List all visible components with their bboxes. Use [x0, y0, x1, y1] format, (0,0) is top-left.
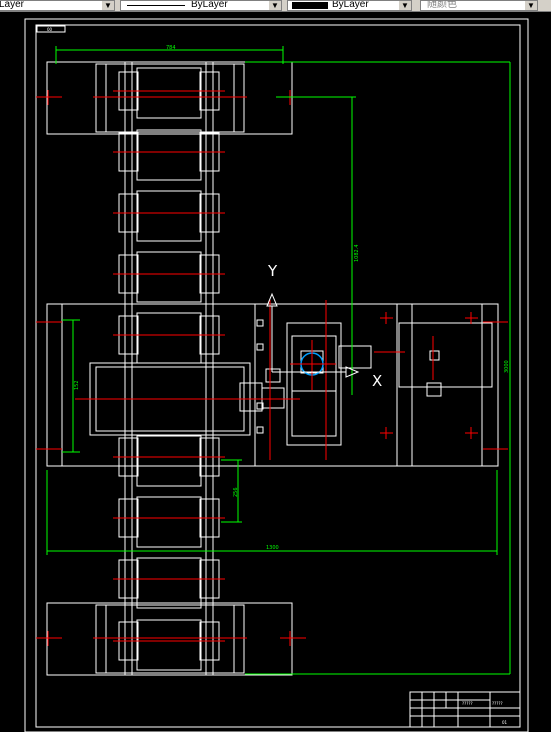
- lineweight-dropdown[interactable]: ByLayer ▼: [287, 0, 412, 11]
- title-block-code: 01: [502, 720, 508, 725]
- dim-vertical-offset: 1082.4: [354, 245, 360, 263]
- chevron-down-icon[interactable]: ▼: [269, 1, 281, 10]
- chevron-down-icon[interactable]: ▼: [399, 1, 411, 10]
- chevron-down-icon[interactable]: ▼: [525, 1, 537, 10]
- dim-overall-height: 3000: [504, 360, 510, 373]
- linetype-label: ByLayer: [191, 0, 228, 10]
- lineweight-label: ByLayer: [332, 0, 369, 10]
- title-block-sub: ?????: [462, 701, 473, 706]
- chevron-down-icon[interactable]: ▼: [102, 1, 114, 10]
- dim-bottom-width: 1300: [266, 545, 279, 551]
- sheet-border: [24, 18, 529, 732]
- layer-dropdown[interactable]: Layer ▼: [0, 0, 115, 11]
- dim-left-pitch: 152: [74, 380, 80, 390]
- axis-arrows: [266, 292, 360, 378]
- dim-pitch: 256: [233, 487, 239, 497]
- frame-tag: 00: [47, 27, 53, 32]
- title-block: [409, 691, 521, 728]
- title-block-name: ?????: [492, 701, 503, 706]
- layer-label: Layer: [0, 0, 25, 10]
- linetype-dropdown[interactable]: ByLayer ▼: [120, 0, 282, 11]
- drawing-canvas[interactable]: 00: [0, 12, 551, 732]
- color-dropdown[interactable]: 随颜色 ▼: [420, 0, 538, 11]
- properties-toolbar: Layer ▼ ByLayer ▼ ByLayer ▼ 随颜色 ▼: [0, 0, 551, 12]
- dimension-lines: [46, 46, 511, 675]
- axis-x-label: X: [372, 372, 382, 390]
- linetype-swatch: [127, 5, 185, 6]
- axis-y-label: Y: [267, 262, 278, 280]
- color-label: 随颜色: [427, 0, 457, 10]
- lineweight-swatch: [292, 2, 328, 9]
- dim-top-width: 784: [166, 45, 176, 51]
